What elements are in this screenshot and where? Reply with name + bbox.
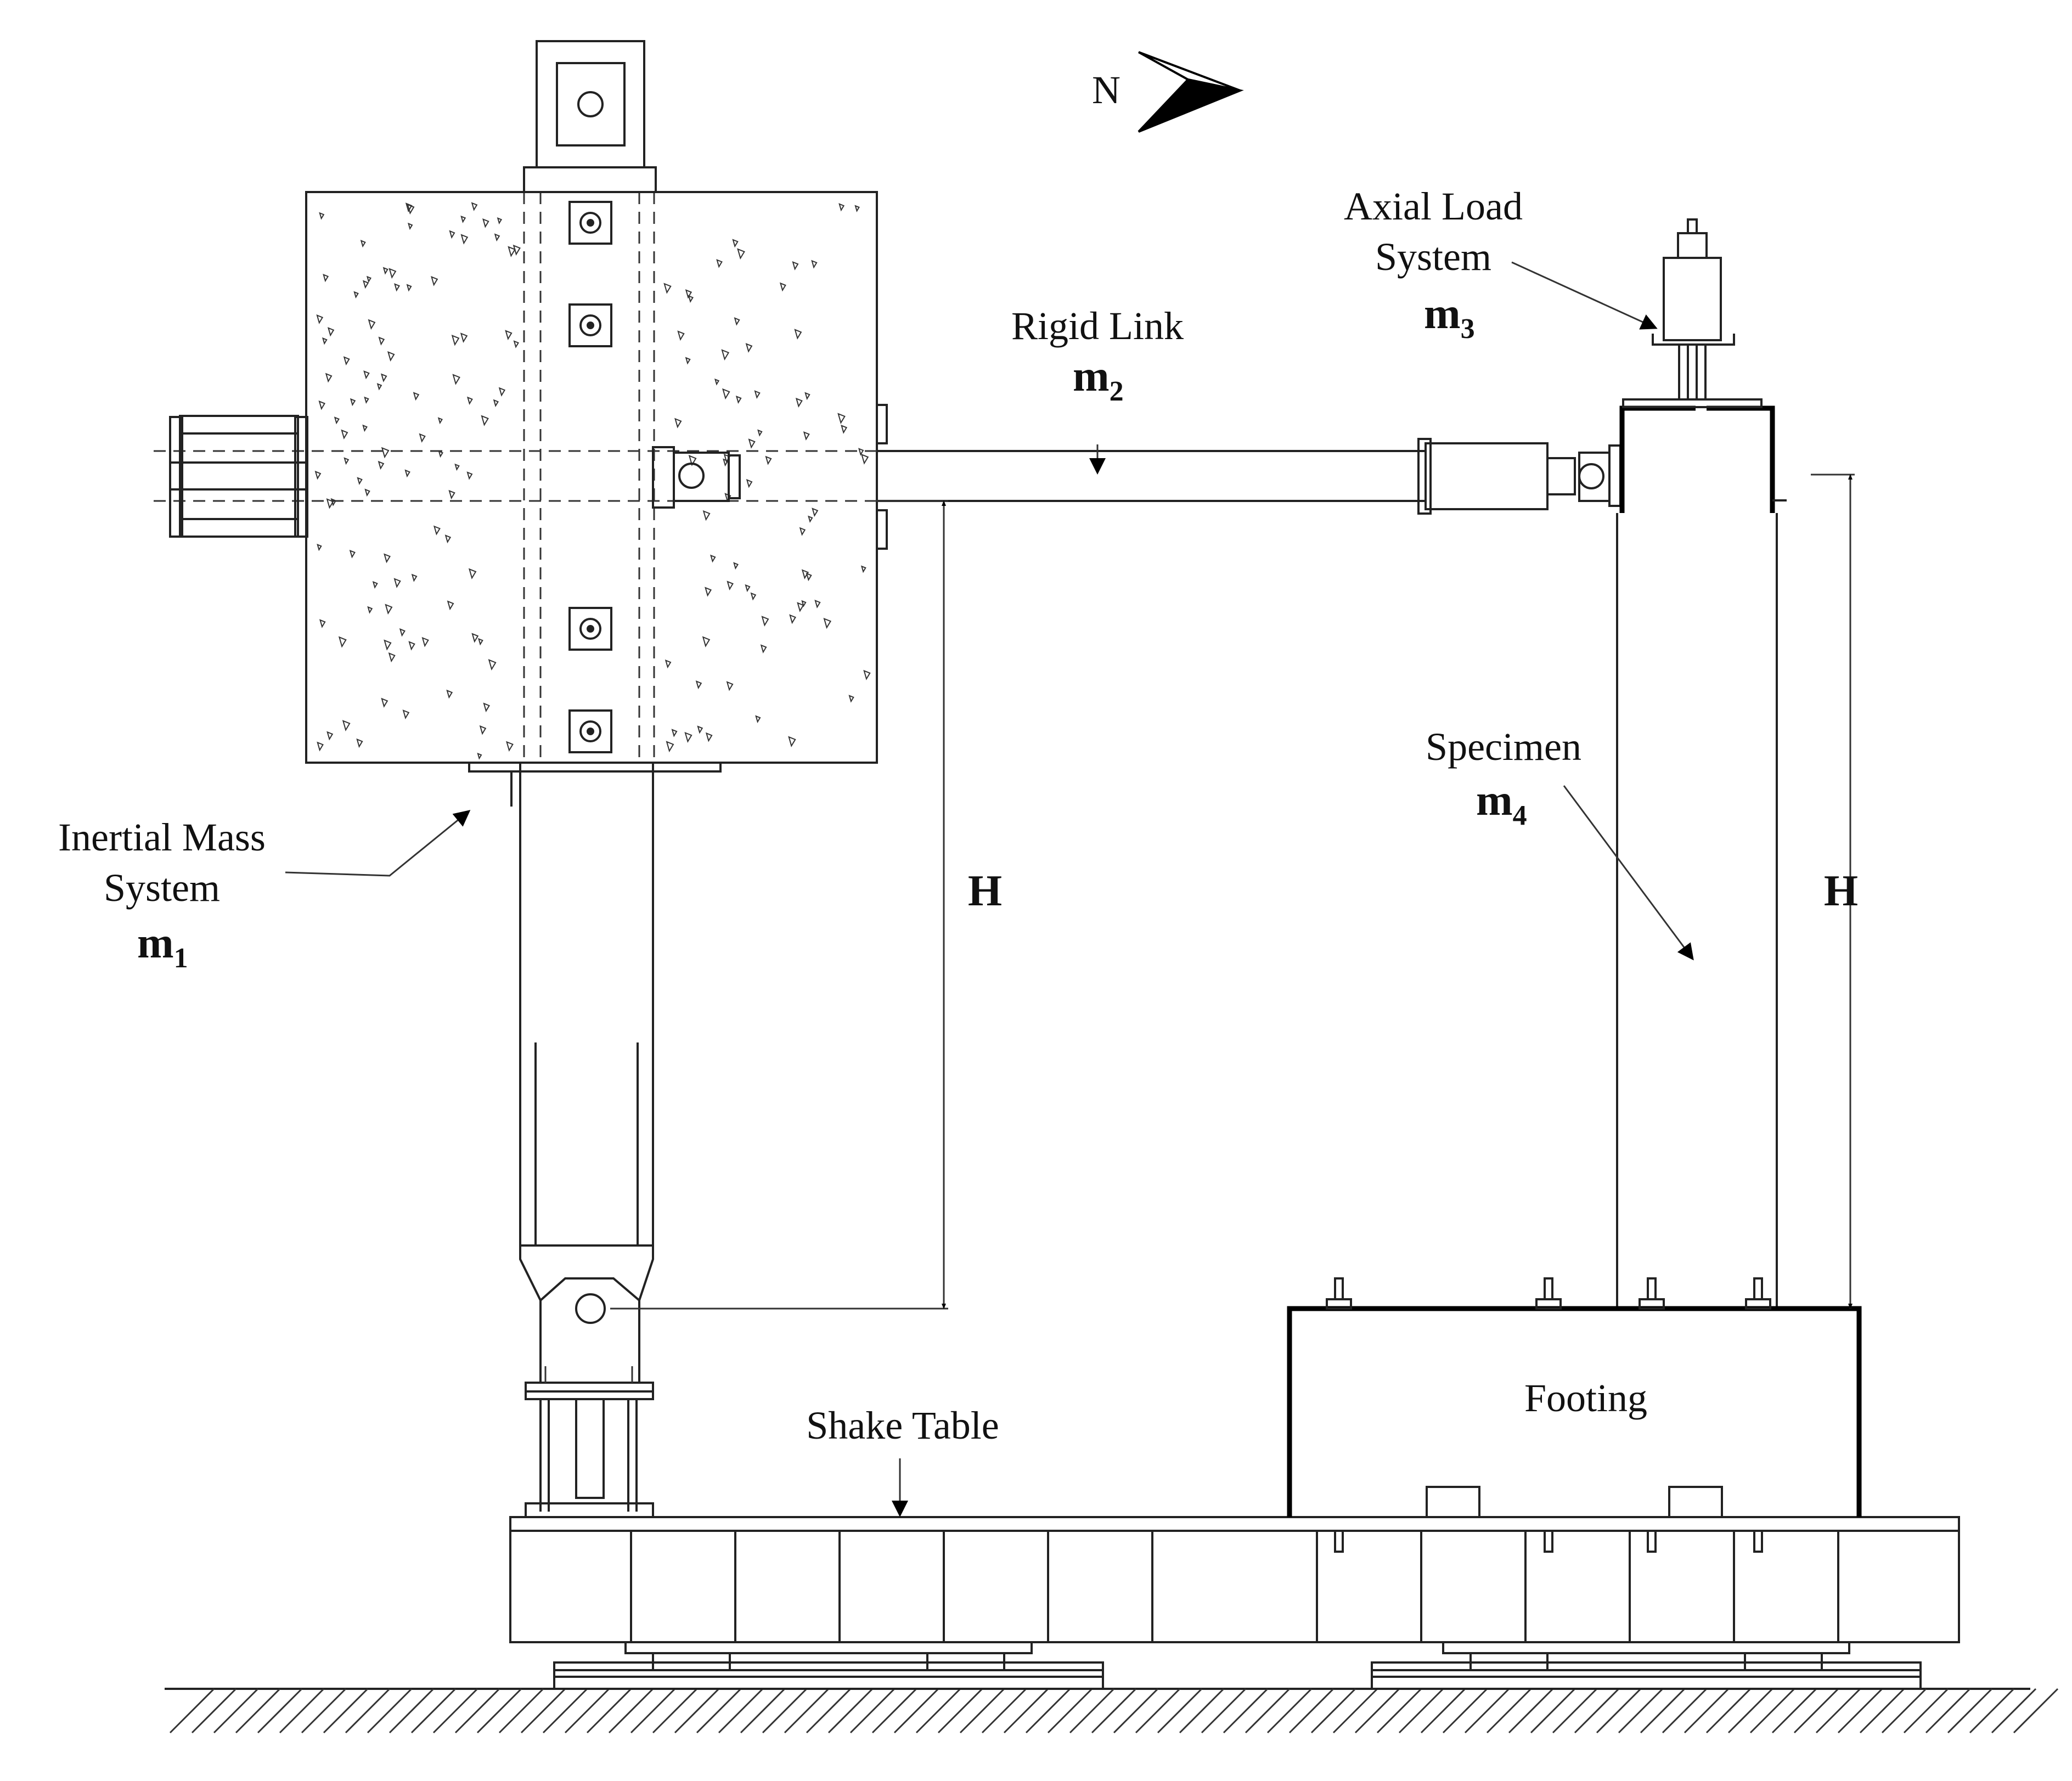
ground-hatching [169,1688,2059,1734]
axial-load-mass-label: m3 [1424,290,1475,345]
ground [165,1688,2059,1734]
height-right-label: H [1824,867,1858,915]
rigid-link-mass-label: m2 [1073,352,1124,407]
inertial-mass-leader [285,810,471,877]
table-bearing-right [1371,1641,1922,1690]
rigid-link-label: Rigid Link [1011,304,1184,348]
dimension-h-left [610,500,948,1310]
shake-table-ribs [630,1531,1839,1642]
footing-anchor-bolts [1326,1277,1771,1553]
inertial-mass-label-line2: System [104,866,220,910]
shake-table [509,1516,1960,1690]
axial-load-leader [1511,261,1658,330]
table-bearing-left [553,1641,1104,1690]
axial-load-label-line1: Axial Load [1344,184,1523,228]
column-bolts [568,201,612,753]
concrete-texture [314,202,871,760]
mass-end-fitting [169,415,308,538]
specimen-leader [1563,785,1694,961]
dimension-h-right [1811,474,1855,1309]
inertial-mass-system [154,40,888,1518]
footing [1287,1277,1862,1553]
axial-load-system [1622,218,1763,408]
rigid-link [877,438,1621,515]
north-arrow-icon: N [1092,51,1244,133]
north-label: N [1092,68,1121,112]
inertial-mass-label-line1: Inertial Mass [58,815,266,859]
specimen-label: Specimen [1426,725,1581,769]
footing-label: Footing [1524,1376,1647,1420]
shake-table-label: Shake Table [806,1404,999,1447]
inertial-mass-mass-label: m1 [137,919,188,974]
axial-load-label-line2: System [1375,235,1491,279]
specimen-mass-label: m4 [1476,776,1527,831]
height-left-label: H [968,867,1002,915]
specimen-column [1616,405,1787,1307]
